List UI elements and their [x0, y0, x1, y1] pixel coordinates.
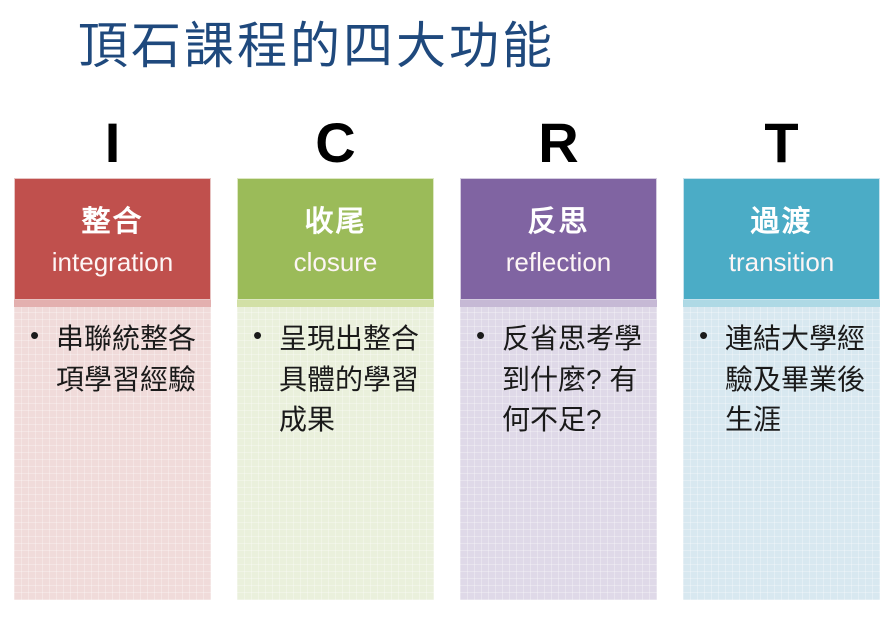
column-header: 過渡 transition: [683, 178, 880, 300]
column-transition: T 過渡 transition • 連結大學經驗及畢業後生涯: [683, 108, 880, 600]
column-header: 整合 integration: [14, 178, 211, 300]
bullet-icon: •: [30, 320, 40, 350]
column-integration: I 整合 integration • 串聯統整各項學習經驗: [14, 108, 211, 600]
column-body: • 反省思考學到什麼? 有何不足?: [460, 307, 657, 600]
bullet-icon: •: [476, 320, 486, 350]
bullet-list: • 反省思考學到什麼? 有何不足?: [474, 319, 645, 441]
header-title-zh: 過渡: [750, 206, 813, 238]
bullet-text: 反省思考學到什麼? 有何不足?: [502, 323, 643, 436]
column-body: • 連結大學經驗及畢業後生涯: [683, 307, 880, 600]
column-body: • 串聯統整各項學習經驗: [14, 307, 211, 600]
header-accent-strip: [237, 300, 434, 307]
column-reflection: R 反思 reflection • 反省思考學到什麼? 有何不足?: [460, 108, 657, 600]
columns-container: I 整合 integration • 串聯統整各項學習經驗 C 收尾 closu: [14, 108, 880, 600]
column-letter: I: [104, 111, 121, 174]
column-letter: C: [315, 111, 356, 174]
header-subtitle-en: integration: [51, 247, 174, 277]
bullet-text: 呈現出整合具體的學習成果: [279, 323, 420, 436]
bullet-item: • 反省思考學到什麼? 有何不足?: [474, 319, 645, 441]
bullet-item: • 連結大學經驗及畢業後生涯: [697, 319, 868, 441]
header-subtitle-en: closure: [293, 247, 378, 277]
column-letter: T: [764, 111, 799, 174]
header-accent-strip: [14, 300, 211, 307]
bullet-icon: •: [253, 320, 263, 350]
bullet-text: 連結大學經驗及畢業後生涯: [725, 323, 866, 436]
header-accent-strip: [460, 300, 657, 307]
column-header: 反思 reflection: [460, 178, 657, 300]
header-title-zh: 收尾: [304, 206, 367, 238]
slide-title: 頂石課程的四大功能: [78, 18, 555, 74]
column-closure: C 收尾 closure • 呈現出整合具體的學習成果: [237, 108, 434, 600]
header-accent-strip: [683, 300, 880, 307]
header-title-zh: 整合: [81, 206, 144, 238]
bullet-list: • 串聯統整各項學習經驗: [28, 319, 199, 400]
header-subtitle-en: transition: [728, 247, 835, 277]
bullet-item: • 串聯統整各項學習經驗: [28, 319, 199, 400]
header-title-zh: 反思: [527, 206, 590, 238]
bullet-item: • 呈現出整合具體的學習成果: [251, 319, 422, 441]
bullet-list: • 連結大學經驗及畢業後生涯: [697, 319, 868, 441]
column-body: • 呈現出整合具體的學習成果: [237, 307, 434, 600]
column-header: 收尾 closure: [237, 178, 434, 300]
bullet-text: 串聯統整各項學習經驗: [56, 323, 197, 395]
bullet-icon: •: [699, 320, 709, 350]
bullet-list: • 呈現出整合具體的學習成果: [251, 319, 422, 441]
column-letter: R: [538, 111, 579, 174]
header-subtitle-en: reflection: [505, 247, 612, 277]
